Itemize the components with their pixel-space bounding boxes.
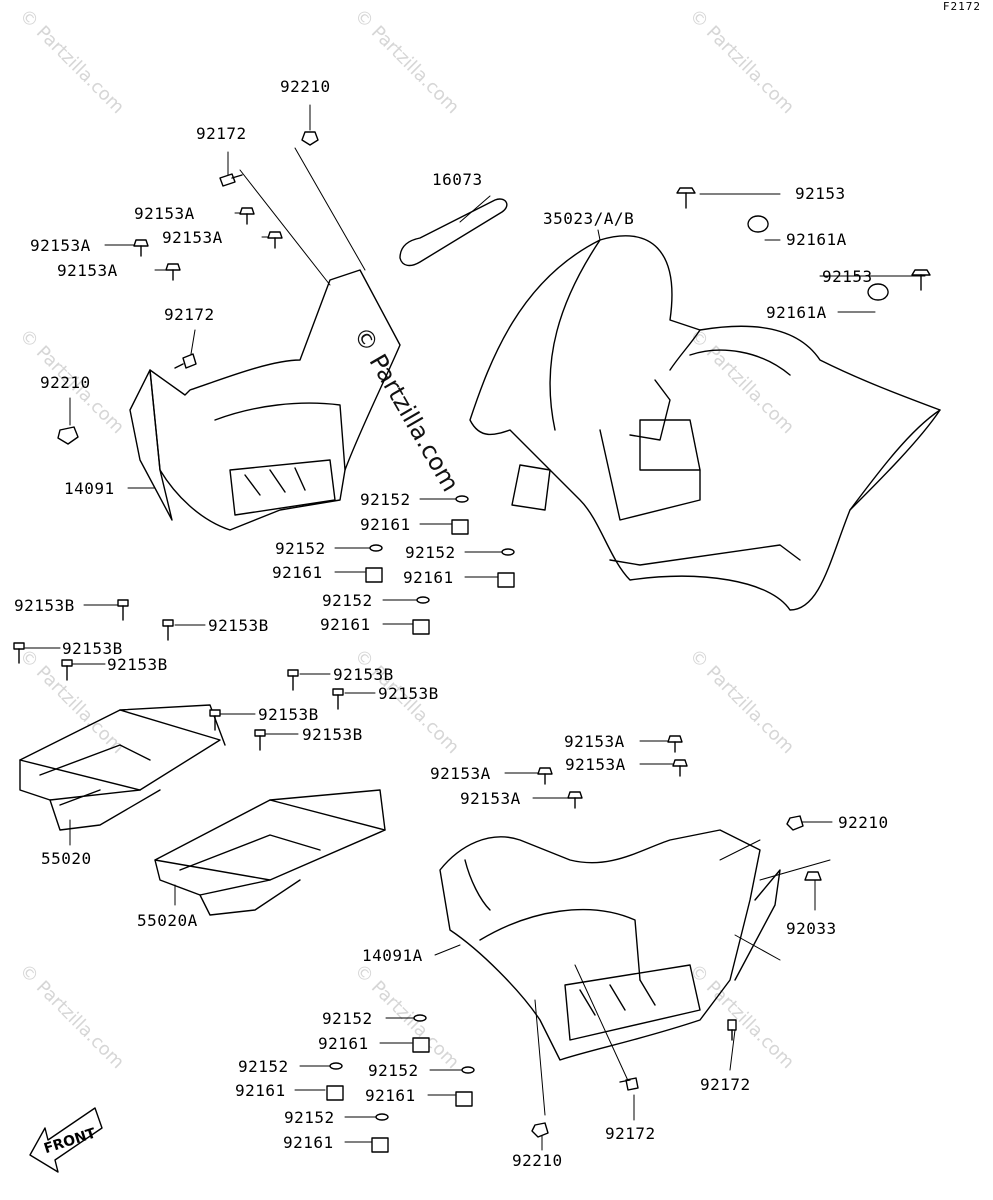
left-fender-14091 [129, 269, 401, 531]
pad-16073 [399, 198, 508, 267]
callout-label: 92153B [208, 616, 269, 635]
right-fender-14091A [439, 829, 781, 1061]
callout-label: 92153A [57, 261, 118, 280]
callout-label: 92172 [196, 124, 247, 143]
callout-label: 92153B [14, 596, 75, 615]
callout-label: 92172 [605, 1124, 656, 1143]
callout-label: 35023/A/B [543, 209, 635, 228]
front-arrow-icon [29, 1107, 103, 1173]
callout-label: 92152 [238, 1057, 289, 1076]
callout-label: 92161 [403, 568, 454, 587]
callout-label: 92172 [164, 305, 215, 324]
callout-label: 92153B [333, 665, 394, 684]
callout-label: 92033 [786, 919, 837, 938]
callout-label: 92161A [766, 303, 827, 322]
callout-label: 92153A [430, 764, 491, 783]
hardware [13, 131, 931, 1153]
callout-label: 92153A [460, 789, 521, 808]
callout-label: 92153B [302, 725, 363, 744]
callout-label: 92153B [62, 639, 123, 658]
callout-label: 92152 [368, 1061, 419, 1080]
callout-label: 14091 [64, 479, 115, 498]
diagram-code: F2172 [942, 0, 981, 13]
callout-label: 92153A [134, 204, 195, 223]
callout-label: 92161 [365, 1086, 416, 1105]
callout-label: 92152 [322, 1009, 373, 1028]
callout-label: 92152 [275, 539, 326, 558]
callout-label: 16073 [432, 170, 483, 189]
callout-label: 92152 [322, 591, 373, 610]
callout-label: 55020A [137, 911, 198, 930]
callout-label: 92161 [235, 1081, 286, 1100]
callout-label: 92210 [280, 77, 331, 96]
rear-fender-35023 [469, 235, 941, 611]
bracket-55020A [154, 789, 386, 916]
callout-label: 92152 [284, 1108, 335, 1127]
callout-label: 92152 [405, 543, 456, 562]
callout-label: 92153B [378, 684, 439, 703]
callout-label: 92153B [107, 655, 168, 674]
callout-label: 92172 [700, 1075, 751, 1094]
callout-label: 92161 [318, 1034, 369, 1053]
callout-label: 92161 [320, 615, 371, 634]
callout-label: 92161 [272, 563, 323, 582]
callout-label: 92161 [360, 515, 411, 534]
callout-label: 92153B [258, 705, 319, 724]
callout-label: 14091A [362, 946, 423, 965]
callout-label: 92210 [512, 1151, 563, 1170]
bracket-55020 [19, 704, 226, 831]
callout-label: 92152 [360, 490, 411, 509]
callout-label: 92153 [822, 267, 873, 286]
callout-label: 92161A [786, 230, 847, 249]
callout-label: 92210 [838, 813, 889, 832]
callout-label: 92153A [162, 228, 223, 247]
callout-label: 92210 [40, 373, 91, 392]
callout-label: 92153A [565, 755, 626, 774]
callout-label: 92153A [564, 732, 625, 751]
callout-label: 92153A [30, 236, 91, 255]
callout-label: 92153 [795, 184, 846, 203]
callout-label: 55020 [41, 849, 92, 868]
callout-label: 92161 [283, 1133, 334, 1152]
leader-lines [24, 104, 926, 1151]
